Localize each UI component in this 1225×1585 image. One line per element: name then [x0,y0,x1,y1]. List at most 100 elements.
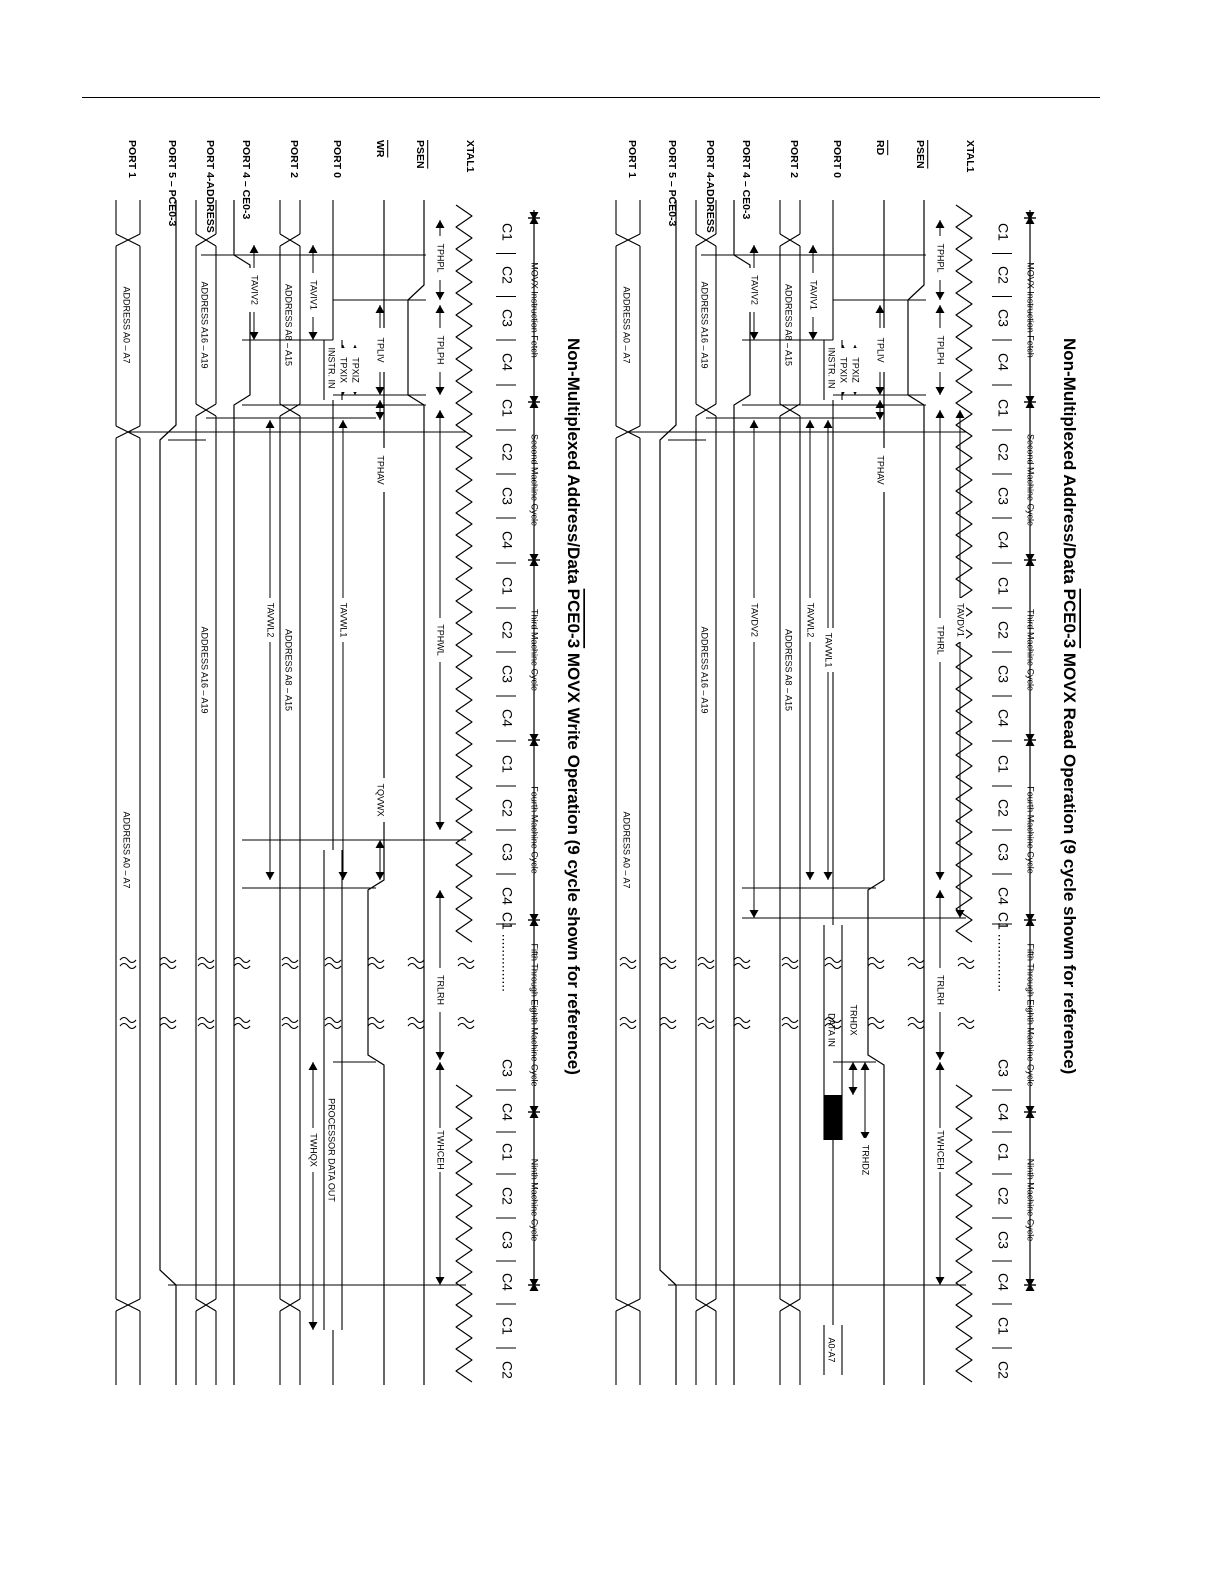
time-break-mark [119,1016,137,1030]
cycle-label: C1 [499,1143,515,1161]
cycle-label: C2 [995,799,1011,817]
cycle-label: C3 [499,487,515,505]
time-break-mark [159,1016,177,1030]
timing-parameter: TPHWL [434,410,446,830]
time-break-mark [824,1016,842,1030]
time-break-mark [367,1016,385,1030]
timing-label-bg [307,1128,319,1172]
signal-name: PORT 4 – CE0-3 [740,140,752,220]
cycle-label: C4 [499,709,515,727]
title-part: Non-Multiplexed Address/Data [1060,338,1079,589]
time-break-mark [159,956,177,970]
port2-label: ADDRESS A8 – A15 [784,284,794,366]
port4-address-label: ADDRESS A16 – A19 [200,281,210,368]
timing-parameter: TAVDV2 [748,420,760,918]
timing-parameter: TPLIV [874,305,886,395]
arrow-head [875,387,885,395]
timing-label-bg [874,448,886,492]
port4-address-label: ADDRESS A16 – A19 [200,626,210,713]
signal-name: PORT 5 – PCE0-3 [666,140,678,227]
machine-cycle-label: Fifth Through Eighth Machine Cycle [530,944,540,1087]
time-break-mark [197,956,215,970]
time-break-mark [697,1016,715,1030]
timing-label: TRLRH [436,975,446,1005]
port2-bus [779,200,801,1385]
port4-address-bus [195,200,217,1385]
title-part: MOVX Write Operation (9 cycle shown for … [564,648,583,1075]
timing-parameter: TPXIZ [349,345,361,395]
time-break-mark [659,1016,677,1030]
time-break-mark [619,1016,637,1030]
timing-label-bg [434,1128,446,1172]
arrow-head [249,332,259,340]
arrow-head [875,400,885,408]
time-break-mark [781,956,799,970]
timing-parameter: TWHCEH [434,1062,446,1285]
time-break-mark [367,956,385,970]
time-break-mark [281,1016,299,1030]
arrow-head [529,396,539,404]
port2-label: ADDRESS A8 – A15 [284,284,294,366]
arrow-head [935,1052,945,1060]
rd-waveform [867,200,885,1385]
arrow-head [805,420,815,428]
time-break-mark [281,956,299,970]
title-part: MOVX Read Operation (9 cycle shown for r… [1060,648,1079,1074]
cycle-label: C4 [499,353,515,371]
port1-label: ADDRESS A0 – A7 [122,286,132,363]
port4-ce-waveform [233,200,251,1385]
cycle-label: C4 [995,353,1011,371]
timing-label: TAVWL2 [266,603,276,638]
arrow-head [860,1062,870,1070]
cycle-label: C1 [995,577,1011,595]
arrow-head [1025,554,1035,562]
machine-cycle-label: Fourth Machine Cycle [1026,786,1036,874]
timing-label-bg [337,348,349,392]
bus-transition [195,233,217,247]
arrow-head [435,1052,445,1060]
timing-label: TPLIV [376,337,386,362]
cycle-label: C3 [499,309,515,327]
cycle-label: C4 [499,887,515,905]
psen-waveform [407,200,425,1385]
timing-label-bg [934,968,946,1012]
time-break-mark [324,1016,342,1030]
timing-parameter: TAVWL2 [804,420,816,880]
cycle-label: C1 [499,1317,515,1335]
timing-label-bg [374,448,386,492]
signal-name: PORT 0 [331,140,343,178]
time-break-mark [659,956,677,970]
arrow-head [1025,212,1035,220]
arrow-head [375,387,385,395]
time-break-mark [619,956,637,970]
port0-instr-label: INSTR. IN [827,347,837,388]
bus-transition [279,1298,301,1312]
timing-label: TAVWL1 [824,633,834,668]
arrow-head [749,910,759,918]
port0-addr-bus [823,1325,843,1375]
timing-label-bg [337,598,349,642]
arrow-head [955,910,965,918]
time-break-mark [324,956,342,970]
time-break-mark [457,1016,475,1030]
timing-label-bg [374,328,386,372]
signal-name: PORT 2 [288,140,300,178]
timing-label: TPLPH [936,335,946,364]
title-overlined: PCE0-3 [564,589,583,649]
arrow-head [435,220,445,228]
cycle-label: C3 [499,665,515,683]
timing-parameter: TPHPL [934,220,946,300]
timing-label: TPXIZ [351,357,361,383]
timing-label: TPHPL [936,243,946,272]
timing-label: TPXIX [839,357,849,383]
time-break-mark [867,1016,885,1030]
title-part: Non-Multiplexed Address/Data [564,338,583,589]
timing-label: TPHAV [376,455,386,484]
bus-transition [115,1298,141,1312]
timing-parameter: TWHQX [307,1062,319,1330]
timing-parameter: TAVIV1 [307,245,319,340]
signal-name: PORT 4 – CE0-3 [240,140,252,220]
timing-label-bg [934,1128,946,1172]
arrow-head [338,872,348,880]
port0-addr-label: A0-A7 [827,1337,837,1362]
